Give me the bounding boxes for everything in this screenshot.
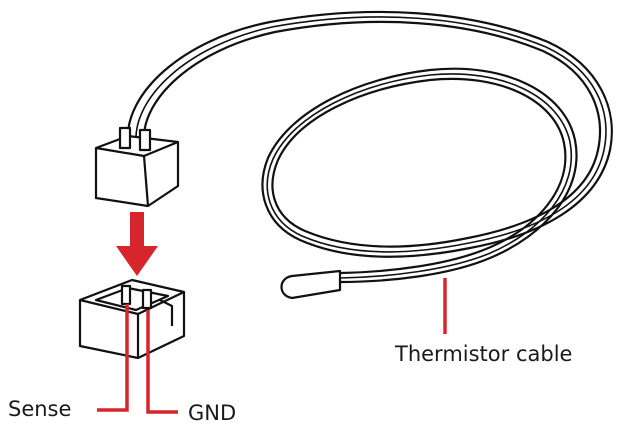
gnd-callout-line	[146, 310, 178, 414]
sense-label: Sense	[8, 397, 72, 421]
board-header-connector	[78, 278, 186, 360]
sense-callout-line	[97, 304, 129, 412]
callout-lines	[97, 278, 447, 414]
thermistor-probe	[280, 269, 342, 300]
down-arrow-icon	[116, 212, 158, 276]
thermistor-cable-label: Thermistor cable	[395, 342, 573, 366]
thermistor-cable	[126, 10, 613, 284]
gnd-label: GND	[188, 401, 237, 425]
cable-plug	[94, 126, 180, 208]
